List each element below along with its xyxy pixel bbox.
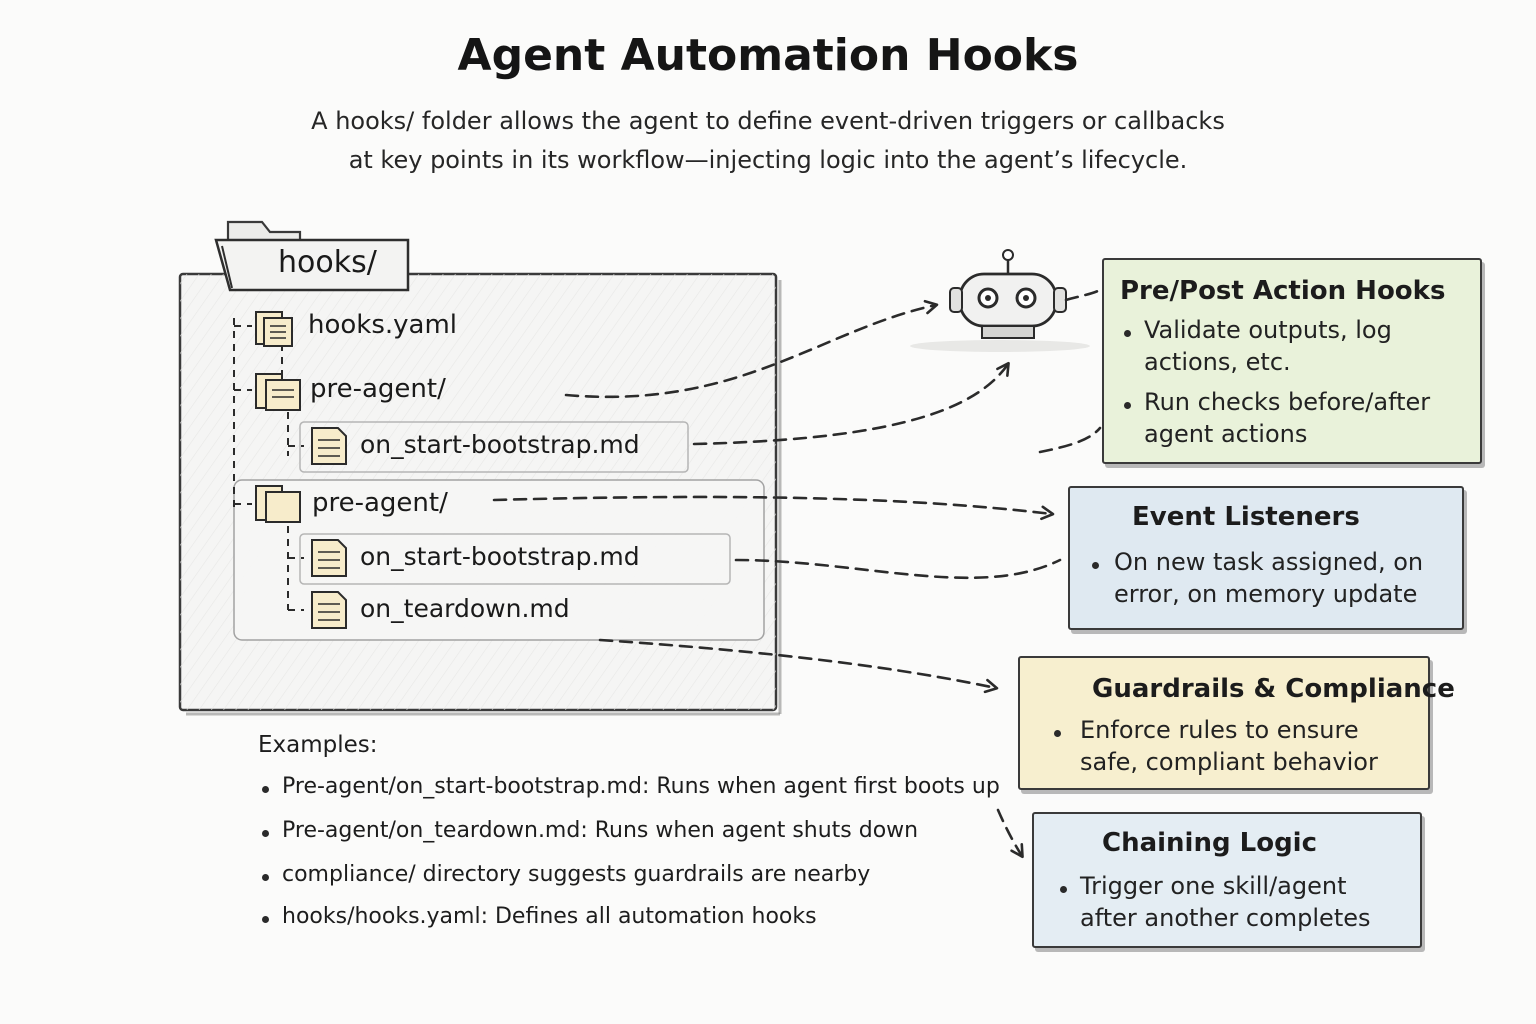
card-guardrails-compliance: Guardrails & Compliance Enforce rules to… xyxy=(1018,656,1455,790)
bullet xyxy=(1124,402,1131,409)
file-icon xyxy=(311,427,347,465)
card-title: Guardrails & Compliance xyxy=(1092,674,1455,704)
robot-icon xyxy=(910,249,1090,352)
card-item: Run checks before/after agent actions xyxy=(1144,388,1431,448)
page-title: Agent Automation Hooks xyxy=(457,30,1079,81)
folder-name[interactable]: hooks/ xyxy=(278,245,377,280)
tree-item-on-teardown[interactable]: on_teardown.md xyxy=(360,594,570,623)
card-chaining-logic: Chaining Logic Trigger one skill/agent a… xyxy=(1032,812,1422,948)
example-item: compliance/ directory suggests guardrail… xyxy=(282,862,871,887)
file-icon xyxy=(311,539,347,577)
bullet xyxy=(1054,730,1061,737)
example-item: hooks/hooks.yaml: Defines all automation… xyxy=(282,904,817,929)
connector-arrows xyxy=(492,288,1102,859)
bullet xyxy=(1092,562,1099,569)
tree-item-on-start-bootstrap[interactable]: on_start-bootstrap.md xyxy=(360,430,640,459)
bullet xyxy=(262,830,269,837)
tree-lines xyxy=(233,318,304,611)
subtitle-line-1: A hooks/ folder allows the agent to defi… xyxy=(311,107,1225,135)
tree-item-pre-agent-folder[interactable]: pre-agent/ xyxy=(312,488,448,518)
bullet xyxy=(1124,330,1131,337)
card-pre-post-action-hooks: Pre/Post Action Hooks Validate outputs, … xyxy=(1102,258,1482,464)
card-title: Event Listeners xyxy=(1132,502,1360,532)
bullet xyxy=(1060,886,1067,893)
card-item: Validate outputs, log actions, etc. xyxy=(1144,316,1392,376)
card-title: Pre/Post Action Hooks xyxy=(1120,276,1446,306)
tree-item-pre-agent-folder[interactable]: pre-agent/ xyxy=(310,374,446,404)
example-item: Pre-agent/on_start-bootstrap.md: Runs wh… xyxy=(282,774,1000,799)
bullet xyxy=(262,916,269,923)
file-stack-icon xyxy=(255,311,293,347)
folder-icon xyxy=(255,373,301,411)
card-title: Chaining Logic xyxy=(1102,828,1318,858)
subtitle-line-2: at key points in its workflow—injecting … xyxy=(348,146,1188,174)
card-item: On new task assigned, on error, on memor… xyxy=(1114,548,1424,608)
tree-item-hooks-yaml[interactable]: hooks.yaml xyxy=(308,310,458,340)
examples-heading: Examples: xyxy=(258,732,378,758)
example-item: Pre-agent/on_teardown.md: Runs when agen… xyxy=(282,818,919,843)
card-item: Enforce rules to ensure safe, compliant … xyxy=(1080,716,1378,776)
card-event-listeners: Event Listeners On new task assigned, on… xyxy=(1068,486,1464,630)
bullet xyxy=(262,786,269,793)
hooks-folder-panel xyxy=(178,272,782,716)
card-item: Trigger one skill/agent after another co… xyxy=(1080,872,1371,932)
file-icon xyxy=(311,591,347,629)
folder-icon xyxy=(255,485,301,523)
bullet xyxy=(262,874,269,881)
tree-item-on-start-bootstrap[interactable]: on_start-bootstrap.md xyxy=(360,542,640,571)
